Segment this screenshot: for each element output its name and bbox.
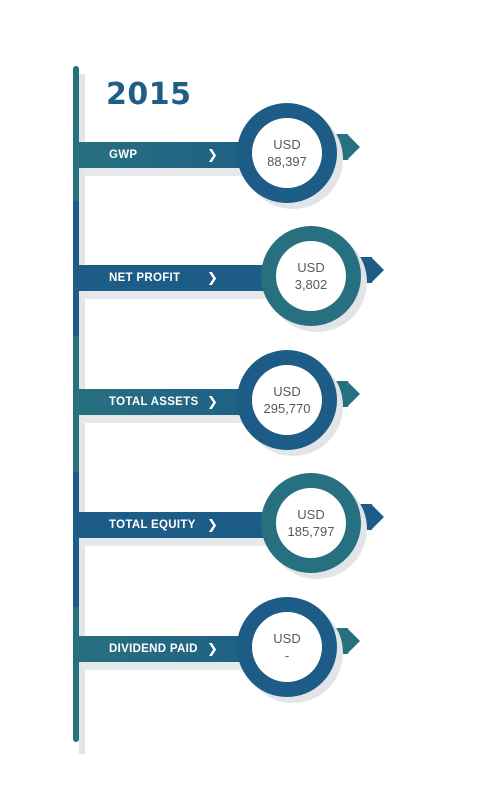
currency-label: USD [273, 384, 301, 399]
pointer-arrow-icon [347, 381, 360, 407]
currency-label: USD [297, 507, 325, 522]
timeline-line-segment [73, 606, 79, 742]
timeline-line-segment [73, 66, 79, 202]
timeline-row-dividend-paid: DIVIDEND PAID ❯ USD - [0, 594, 503, 704]
metric-label: GWP [109, 149, 138, 161]
value-circle: USD 3,802 [261, 226, 361, 326]
timeline-line-segment [73, 336, 79, 472]
timeline-line-segment [73, 201, 79, 337]
timeline-row-gwp: GWP ❯ USD 88,397 [0, 100, 503, 210]
value-circle: USD 295,770 [237, 350, 337, 450]
currency-label: USD [297, 260, 325, 275]
timeline-row-total-equity: TOTAL EQUITY ❯ USD 185,797 [0, 470, 503, 580]
currency-label: USD [273, 137, 301, 152]
metric-label: TOTAL EQUITY [109, 519, 196, 531]
metric-value: 88,397 [267, 154, 307, 169]
chevron-right-icon: ❯ [207, 394, 218, 409]
pointer-arrow-icon [371, 504, 384, 530]
timeline-row-total-assets: TOTAL ASSETS ❯ USD 295,770 [0, 347, 503, 457]
metric-bar: NET PROFIT ❯ [79, 265, 294, 291]
value-circle-inner: USD - [252, 612, 322, 682]
timeline-row-net-profit: NET PROFIT ❯ USD 3,802 [0, 223, 503, 333]
chevron-right-icon: ❯ [207, 147, 218, 162]
metric-label: TOTAL ASSETS [109, 396, 199, 408]
metric-label: DIVIDEND PAID [109, 643, 198, 655]
value-circle-inner: USD 3,802 [276, 241, 346, 311]
metric-label: NET PROFIT [109, 272, 181, 284]
chevron-right-icon: ❯ [207, 641, 218, 656]
timeline-line [73, 66, 79, 742]
chevron-right-icon: ❯ [207, 270, 218, 285]
pointer-arrow-icon [371, 257, 384, 283]
metric-value: - [284, 648, 290, 663]
chevron-right-icon: ❯ [207, 517, 218, 532]
metric-value: 295,770 [263, 401, 311, 416]
value-circle: USD 88,397 [237, 103, 337, 203]
timeline-line-segment [73, 471, 79, 607]
pointer-arrow-icon [347, 628, 360, 654]
currency-label: USD [273, 631, 301, 646]
value-circle-inner: USD 88,397 [252, 118, 322, 188]
year-title: 2015 [106, 77, 192, 112]
metric-bar: TOTAL EQUITY ❯ [79, 512, 294, 538]
value-circle-inner: USD 295,770 [252, 365, 322, 435]
value-circle-inner: USD 185,797 [276, 488, 346, 558]
pointer-arrow-icon [347, 134, 360, 160]
value-circle: USD - [237, 597, 337, 697]
metric-value: 3,802 [294, 277, 328, 292]
value-circle: USD 185,797 [261, 473, 361, 573]
metric-value: 185,797 [287, 524, 335, 539]
